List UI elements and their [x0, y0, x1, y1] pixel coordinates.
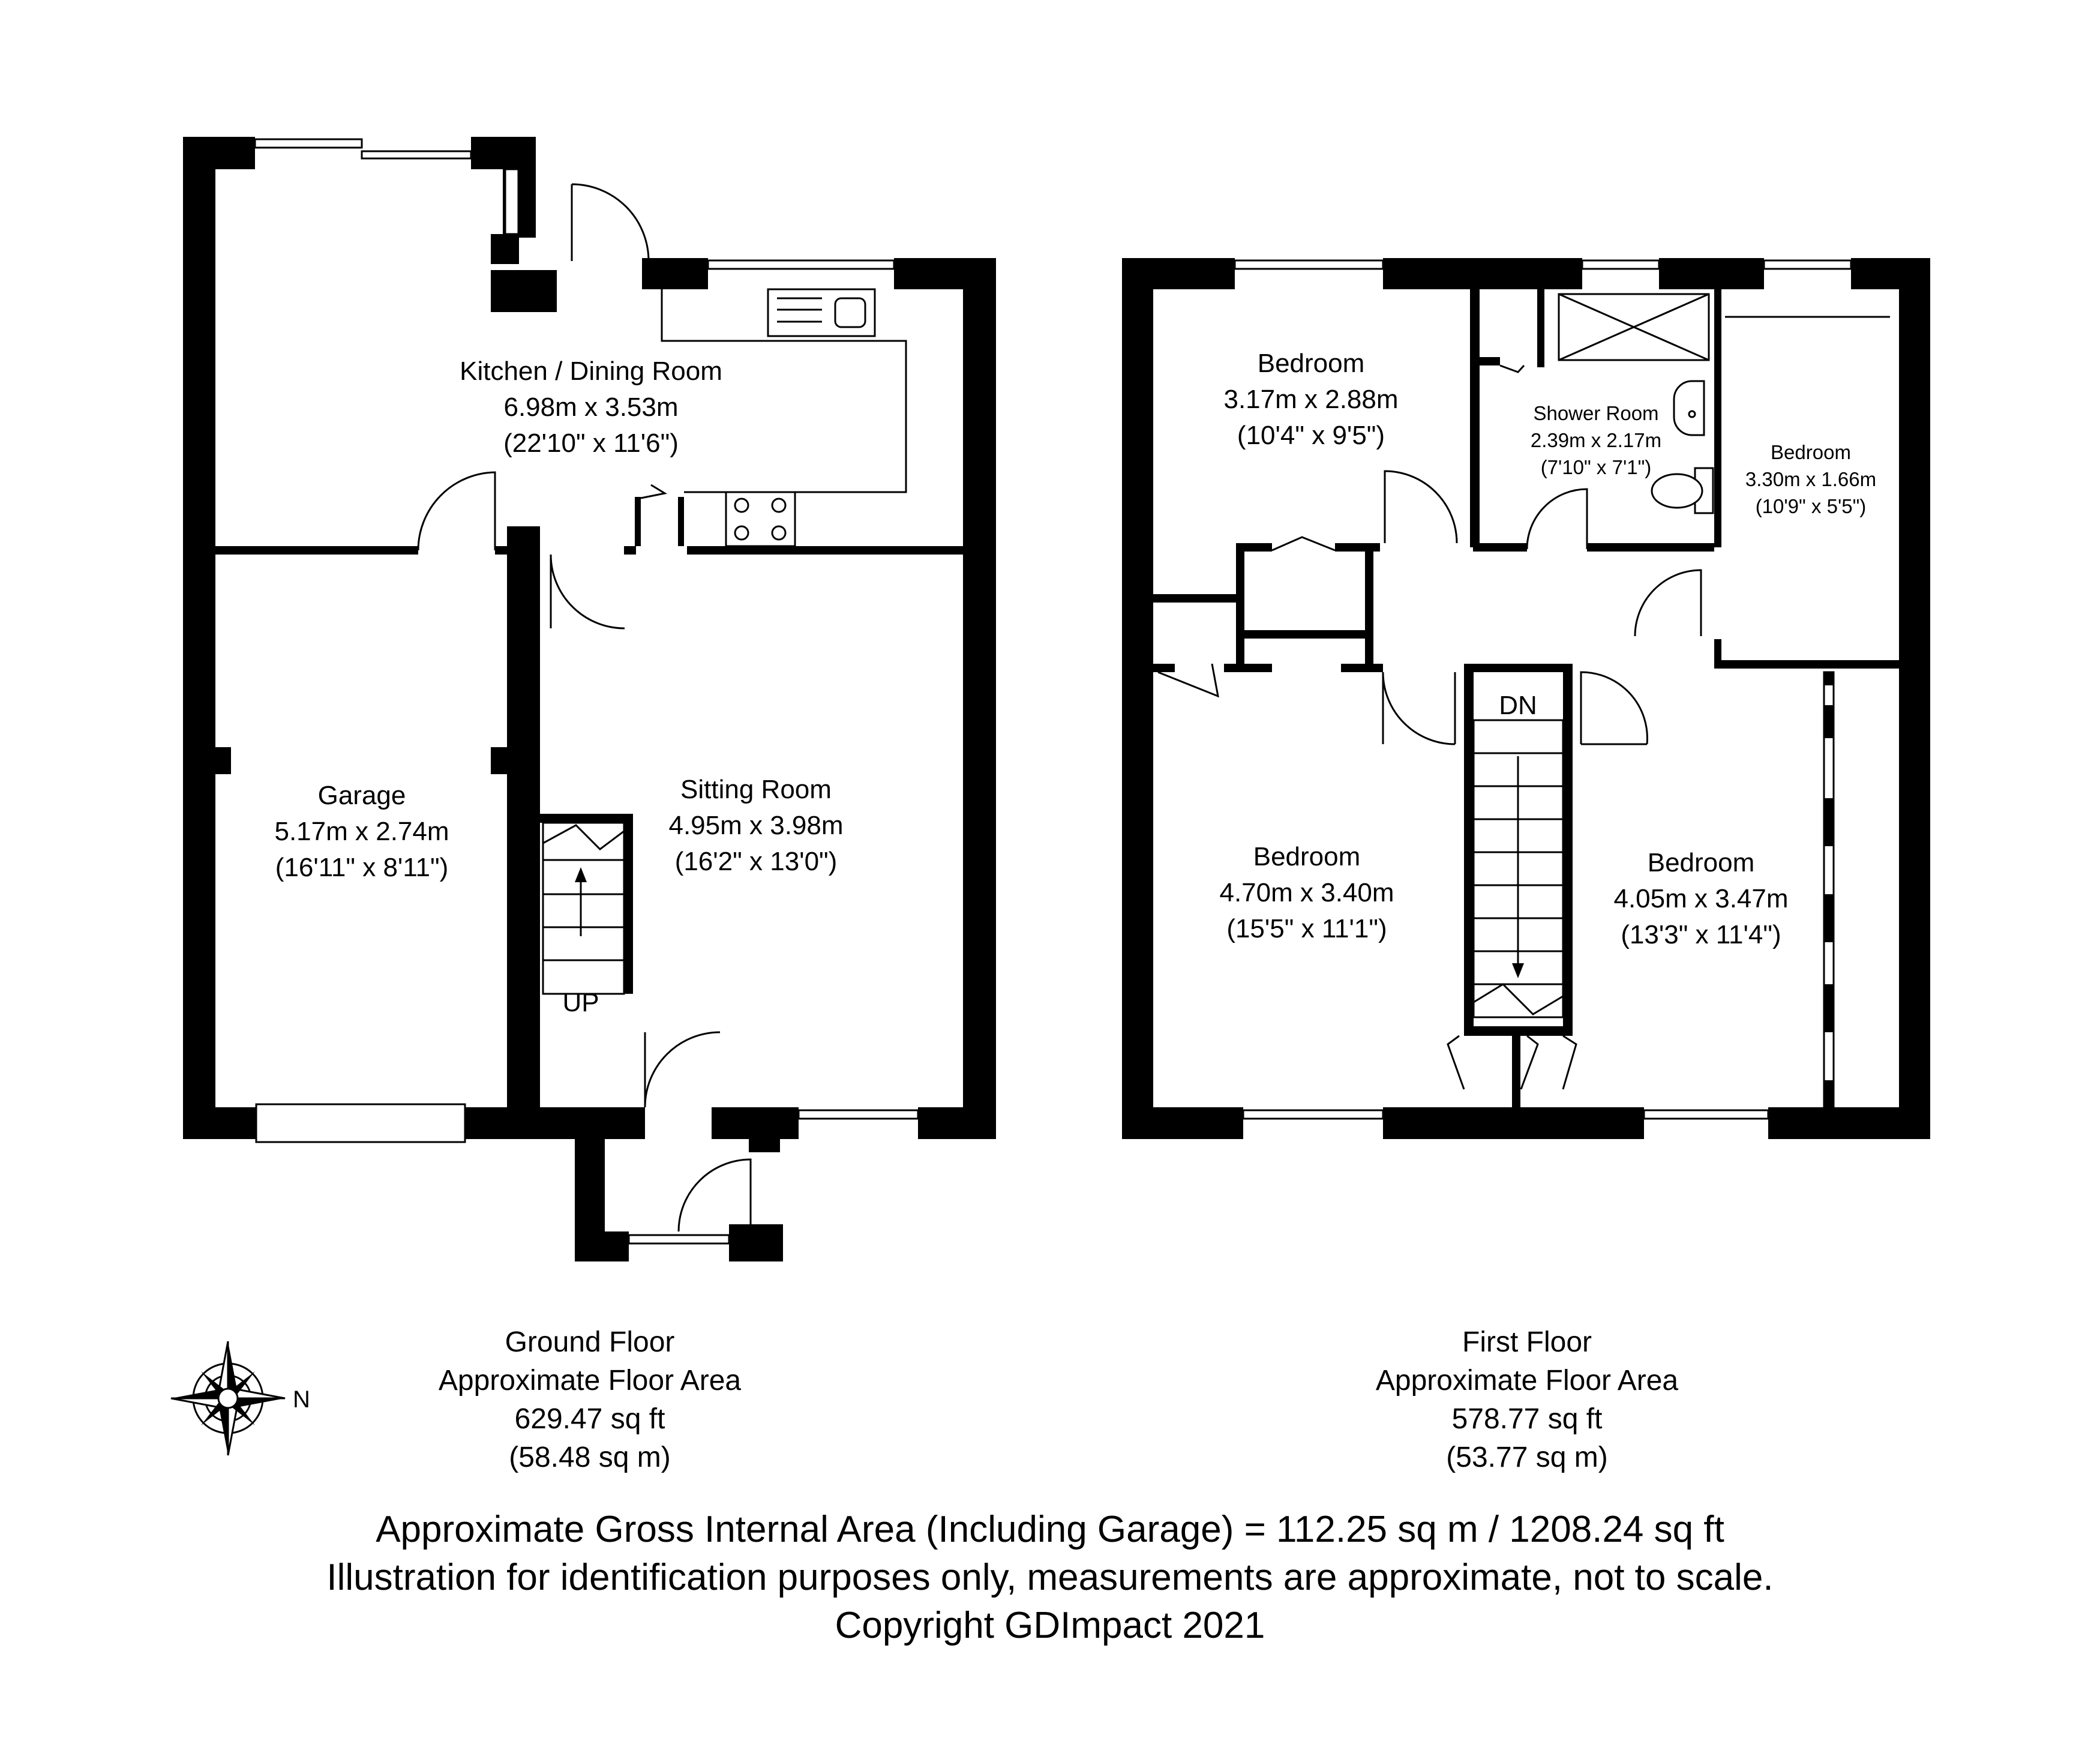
svg-text:5.17m x 2.74m: 5.17m x 2.74m — [274, 817, 449, 846]
ground-floor-stairs — [540, 814, 633, 995]
first-floor-plan: Bedroom 3.17m x 2.88m (10'4" x 9'5") Sho… — [1122, 258, 1930, 1139]
svg-text:629.47 sq ft: 629.47 sq ft — [515, 1403, 665, 1435]
ground-floor-windows — [254, 138, 919, 1245]
stairs-down-label: DN — [1499, 691, 1537, 720]
first-floor-area-caption: First Floor Approximate Floor Area 578.7… — [1376, 1326, 1679, 1473]
shower-room-fittings — [1558, 293, 1714, 514]
first-floor-windows — [1234, 259, 1852, 1120]
svg-text:578.77 sq ft: 578.77 sq ft — [1452, 1403, 1603, 1435]
stairs-up-label: UP — [562, 988, 599, 1017]
svg-text:4.70m x 3.40m: 4.70m x 3.40m — [1219, 878, 1394, 907]
svg-text:(10'4" x 9'5"): (10'4" x 9'5") — [1237, 421, 1385, 450]
svg-text:Shower Room: Shower Room — [1533, 402, 1658, 424]
svg-text:(16'11" x 8'11"): (16'11" x 8'11") — [275, 853, 449, 882]
garage-label: Garage 5.17m x 2.74m (16'11" x 8'11") — [274, 781, 449, 882]
svg-text:(22'10" x 11'6"): (22'10" x 11'6") — [503, 428, 679, 458]
kitchen-label: Kitchen / Dining Room 6.98m x 3.53m (22'… — [460, 356, 722, 458]
svg-text:(10'9" x 5'5"): (10'9" x 5'5") — [1756, 495, 1867, 517]
ground-floor-area-caption: Ground Floor Approximate Floor Area 629.… — [439, 1326, 742, 1473]
svg-text:4.05m x 3.47m: 4.05m x 3.47m — [1613, 884, 1788, 913]
gross-area-note: Approximate Gross Internal Area (Includi… — [376, 1509, 1724, 1550]
svg-text:(7'10" x 7'1"): (7'10" x 7'1") — [1541, 456, 1652, 478]
svg-text:Approximate Floor Area: Approximate Floor Area — [439, 1365, 742, 1397]
svg-text:Bedroom: Bedroom — [1771, 441, 1851, 463]
kitchen-units — [640, 288, 907, 547]
svg-text:Ground Floor: Ground Floor — [505, 1326, 675, 1358]
svg-text:Sitting Room: Sitting Room — [680, 775, 832, 804]
svg-text:(15'5" x 11'1"): (15'5" x 11'1") — [1226, 914, 1387, 943]
bedroom-rear-right-label: Bedroom 4.05m x 3.47m (13'3" x 11'4") — [1613, 848, 1788, 949]
compass-north-label: N — [293, 1386, 310, 1413]
shower-room-label: Shower Room 2.39m x 2.17m (7'10" x 7'1") — [1531, 402, 1661, 478]
ground-floor-walls — [183, 137, 996, 1261]
ground-floor-plan: Kitchen / Dining Room 6.98m x 3.53m (22'… — [183, 137, 996, 1261]
svg-text:Bedroom: Bedroom — [1648, 848, 1755, 877]
first-floor-doors — [1157, 364, 1702, 1090]
svg-text:Kitchen / Dining Room: Kitchen / Dining Room — [460, 356, 722, 386]
svg-text:Garage: Garage — [318, 781, 406, 810]
svg-text:(53.77 sq m): (53.77 sq m) — [1446, 1442, 1607, 1473]
first-floor-stairs — [1472, 316, 1890, 1018]
bedroom-front-left-label: Bedroom 3.17m x 2.88m (10'4" x 9'5") — [1223, 349, 1398, 450]
svg-text:4.95m x 3.98m: 4.95m x 3.98m — [668, 811, 843, 840]
svg-text:(58.48 sq m): (58.48 sq m) — [509, 1442, 670, 1473]
bedroom-small-label: Bedroom 3.30m x 1.66m (10'9" x 5'5") — [1745, 441, 1876, 517]
copyright-note: Copyright GDImpact 2021 — [835, 1605, 1265, 1646]
bedroom-rear-left-label: Bedroom 4.70m x 3.40m (15'5" x 11'1") — [1219, 842, 1394, 943]
svg-text:6.98m x 3.53m: 6.98m x 3.53m — [503, 392, 678, 422]
sitting-room-label: Sitting Room 4.95m x 3.98m (16'2" x 13'0… — [668, 775, 843, 876]
disclaimer-note: Illustration for identification purposes… — [326, 1557, 1774, 1598]
ground-floor-doors — [417, 183, 752, 1232]
svg-text:Bedroom: Bedroom — [1253, 842, 1361, 871]
first-floor-walls — [1122, 258, 1930, 1139]
svg-text:Approximate Floor Area: Approximate Floor Area — [1376, 1365, 1679, 1397]
svg-text:3.17m x 2.88m: 3.17m x 2.88m — [1223, 385, 1398, 414]
svg-text:(13'3" x 11'4"): (13'3" x 11'4") — [1621, 920, 1781, 949]
hob-icon — [734, 498, 787, 541]
svg-text:(16'2" x 13'0"): (16'2" x 13'0") — [675, 847, 838, 876]
svg-text:Bedroom: Bedroom — [1258, 349, 1365, 378]
svg-text:First Floor: First Floor — [1462, 1326, 1592, 1358]
svg-text:2.39m x 2.17m: 2.39m x 2.17m — [1531, 429, 1661, 451]
svg-text:3.30m x 1.66m: 3.30m x 1.66m — [1745, 468, 1876, 490]
compass-rose-icon — [170, 1341, 286, 1456]
